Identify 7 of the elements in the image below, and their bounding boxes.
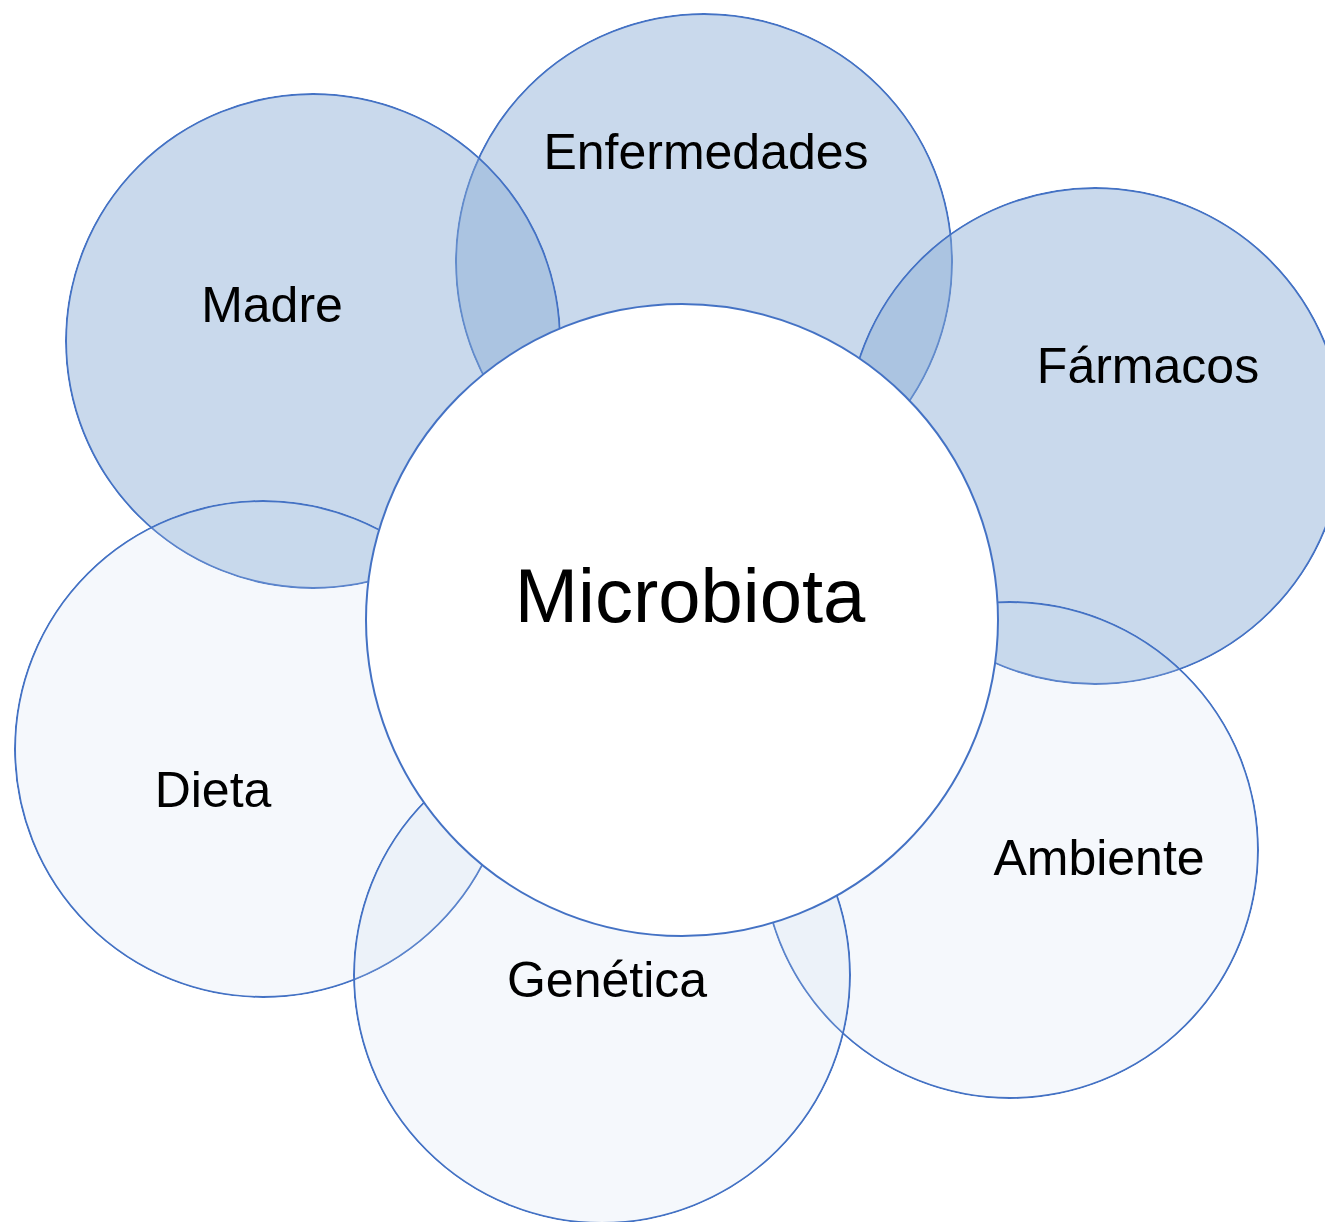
circle-label: Genética <box>506 951 708 1009</box>
circle-label: Madre <box>201 276 343 334</box>
circle-label: Enfermedades <box>543 123 869 181</box>
circle-label: Fármacos <box>1036 337 1260 395</box>
circle-label: Microbiota <box>514 551 866 639</box>
circle-label: Dieta <box>154 761 272 819</box>
circle-label: Ambiente <box>993 829 1205 887</box>
